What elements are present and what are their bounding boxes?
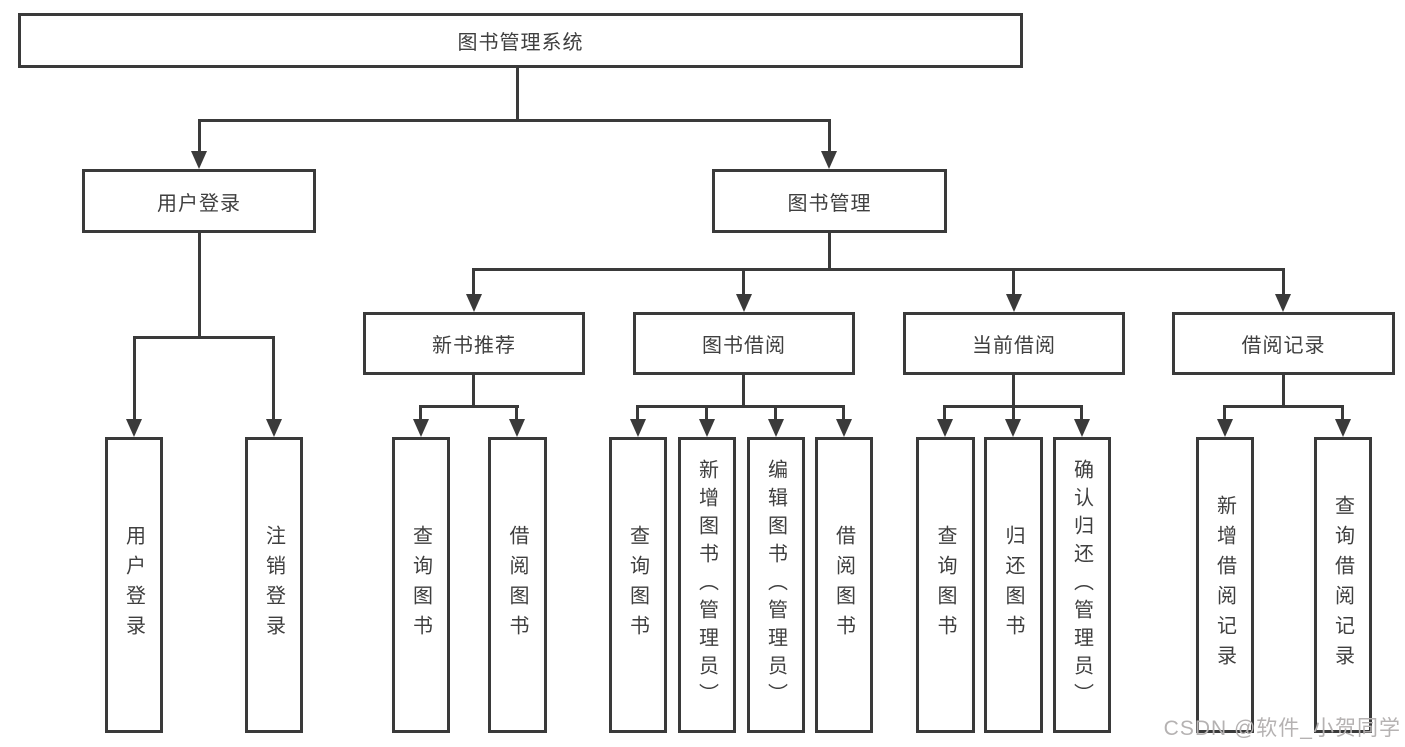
leaf-borrow-books-borrowing: 借阅图书 (815, 437, 873, 733)
connector-line (742, 271, 745, 295)
arrow-down-icon (1006, 294, 1022, 312)
leaf-query-books-current: 查询图书 (916, 437, 975, 733)
connector-line (636, 408, 639, 419)
arrow-down-icon (509, 419, 525, 437)
node-user-login: 用户登录 (82, 169, 316, 233)
connector-line (828, 122, 831, 152)
connector-line (705, 408, 708, 419)
connector-line (943, 405, 1083, 408)
connector-line (774, 408, 777, 419)
connector-line (419, 408, 422, 419)
node-library-management-system: 图书管理系统 (18, 13, 1023, 68)
arrow-down-icon (630, 419, 646, 437)
connector-line (1080, 408, 1083, 419)
arrow-down-icon (466, 294, 482, 312)
arrow-down-icon (1074, 419, 1090, 437)
leaf-confirm-return-admin: 确认归还（管理员） (1053, 437, 1111, 733)
connector-line (472, 271, 475, 295)
leaf-borrow-books-recommend: 借阅图书 (488, 437, 547, 733)
connector-line (1223, 405, 1344, 408)
connector-line (472, 375, 475, 408)
connector-line (198, 233, 201, 336)
leaf-return-book: 归还图书 (984, 437, 1043, 733)
leaf-edit-book-admin: 编辑图书（管理员） (747, 437, 805, 733)
leaf-logout: 注销登录 (245, 437, 303, 733)
connector-line (133, 336, 275, 339)
leaf-query-borrow-record: 查询借阅记录 (1314, 437, 1372, 733)
arrow-down-icon (413, 419, 429, 437)
connector-line (842, 408, 845, 419)
connector-line (1012, 271, 1015, 295)
connector-line (1282, 271, 1285, 295)
node-borrowing-records: 借阅记录 (1172, 312, 1395, 375)
arrow-down-icon (937, 419, 953, 437)
arrow-down-icon (768, 419, 784, 437)
connector-line (198, 119, 831, 122)
connector-line (636, 405, 845, 408)
connector-line (1012, 408, 1015, 419)
leaf-add-borrow-record: 新增借阅记录 (1196, 437, 1254, 733)
node-current-borrowing: 当前借阅 (903, 312, 1125, 375)
connector-line (272, 339, 275, 419)
leaf-query-books-borrowing: 查询图书 (609, 437, 667, 733)
arrow-down-icon (836, 419, 852, 437)
leaf-query-books-recommend: 查询图书 (392, 437, 450, 733)
arrow-down-icon (821, 151, 837, 169)
node-new-book-recommend: 新书推荐 (363, 312, 585, 375)
arrow-down-icon (1335, 419, 1351, 437)
arrow-down-icon (699, 419, 715, 437)
arrow-down-icon (266, 419, 282, 437)
arrow-down-icon (126, 419, 142, 437)
arrow-down-icon (1005, 419, 1021, 437)
leaf-user-login: 用户登录 (105, 437, 163, 733)
connector-line (133, 339, 136, 419)
connector-line (742, 375, 745, 408)
arrow-down-icon (1217, 419, 1233, 437)
arrow-down-icon (191, 151, 207, 169)
connector-line (198, 122, 201, 152)
connector-line (1012, 375, 1015, 408)
connector-line (516, 68, 519, 119)
connector-line (828, 233, 831, 271)
arrow-down-icon (736, 294, 752, 312)
connector-line (1282, 375, 1285, 408)
watermark: CSDN @软件_小贺同学 (1163, 717, 1401, 740)
connector-line (1223, 408, 1226, 419)
leaf-add-book-admin: 新增图书（管理员） (678, 437, 736, 733)
node-book-borrowing: 图书借阅 (633, 312, 855, 375)
connector-line (472, 268, 1285, 271)
node-book-management: 图书管理 (712, 169, 947, 233)
connector-line (1341, 408, 1344, 419)
connector-line (943, 408, 946, 419)
connector-line (515, 408, 518, 419)
connector-line (419, 405, 519, 408)
arrow-down-icon (1275, 294, 1291, 312)
